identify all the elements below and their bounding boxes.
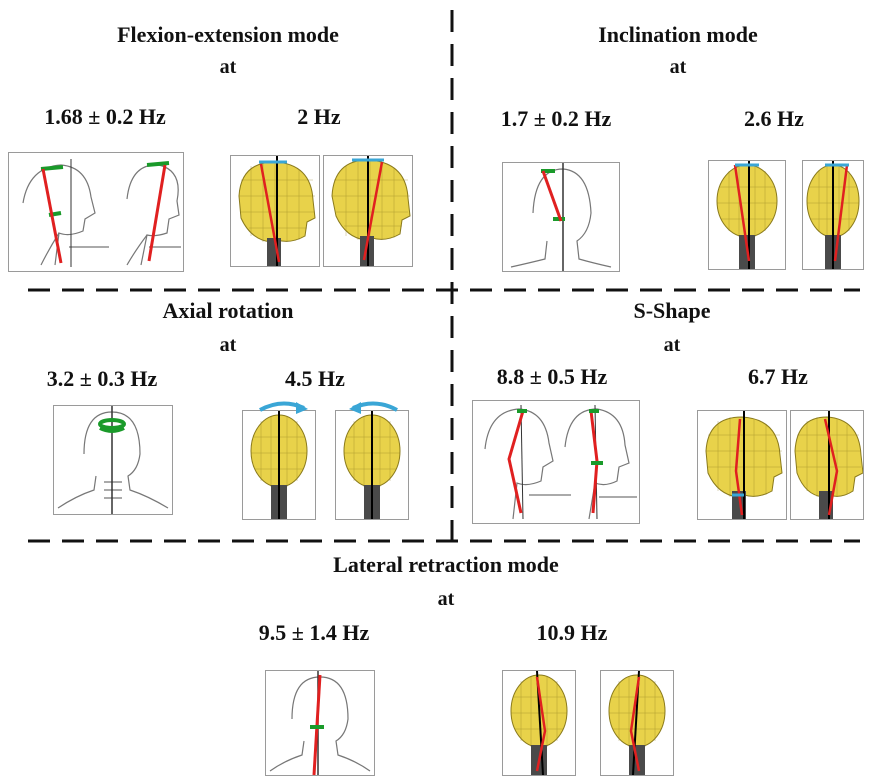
inclination-sketch-panel bbox=[502, 162, 620, 272]
lateral-model-frequency: 10.9 Hz bbox=[536, 620, 608, 645]
sshape-model-drawing-1 bbox=[705, 411, 783, 519]
sshape-sketch-drawing bbox=[484, 404, 637, 520]
lateral-model-drawing-2 bbox=[608, 671, 666, 775]
inclination-model-drawing-1 bbox=[716, 161, 778, 269]
axial-rotation-arrow-1 bbox=[259, 401, 308, 414]
inclination-title: Inclination mode bbox=[598, 22, 758, 47]
inclination-measured-frequency: 1.7 ± 0.2 Hz bbox=[500, 106, 612, 131]
lateral-at: at bbox=[437, 588, 455, 610]
inclination-model-panel-1 bbox=[708, 160, 786, 270]
lateral-model-panel-1 bbox=[502, 670, 576, 776]
sshape-at: at bbox=[663, 334, 681, 356]
flexion-model-frequency: 2 Hz bbox=[297, 104, 341, 129]
axial-rotation-arrow-2 bbox=[349, 401, 398, 414]
axial-model-frequency: 4.5 Hz bbox=[285, 366, 345, 391]
axial-sketch-drawing bbox=[57, 406, 169, 514]
lateral-sketch-drawing bbox=[269, 671, 371, 775]
flexion-sketch-panel bbox=[8, 152, 184, 272]
flexion-model-panel-2 bbox=[323, 155, 413, 267]
axial-model-panel-1 bbox=[242, 410, 316, 520]
axial-measured-frequency: 3.2 ± 0.3 Hz bbox=[46, 366, 158, 391]
flexion-measured-frequency: 1.68 ± 0.2 Hz bbox=[44, 104, 166, 129]
axial-model-panel-2 bbox=[335, 410, 409, 520]
lateral-model-panel-2 bbox=[600, 670, 674, 776]
flexion-model-drawing-2 bbox=[331, 156, 411, 266]
sshape-model-drawing-2 bbox=[794, 411, 863, 519]
inclination-sketch-drawing bbox=[510, 163, 612, 271]
lateral-title: Lateral retraction mode bbox=[333, 552, 559, 577]
flexion-sketch-drawing bbox=[22, 159, 181, 267]
sshape-measured-frequency: 8.8 ± 0.5 Hz bbox=[496, 364, 608, 389]
inclination-model-frequency: 2.6 Hz bbox=[744, 106, 804, 131]
inclination-model-panel-2 bbox=[802, 160, 864, 270]
sshape-model-panel-1 bbox=[697, 410, 787, 520]
sshape-model-panel-2 bbox=[790, 410, 864, 520]
sshape-title: S-Shape bbox=[633, 298, 711, 323]
inclination-model-drawing-2 bbox=[806, 161, 860, 269]
flexion-model-drawing-1 bbox=[238, 156, 316, 266]
flexion-model-panel-1 bbox=[230, 155, 320, 267]
axial-sketch-panel bbox=[53, 405, 173, 515]
inclination-at: at bbox=[669, 56, 687, 78]
axial-title: Axial rotation bbox=[162, 298, 294, 323]
sshape-model-frequency: 6.7 Hz bbox=[748, 364, 808, 389]
lateral-model-drawing-1 bbox=[510, 671, 568, 775]
lateral-sketch-panel bbox=[265, 670, 375, 776]
sshape-sketch-panel bbox=[472, 400, 640, 524]
flexion-title: Flexion-extension mode bbox=[117, 22, 339, 47]
axial-at: at bbox=[219, 334, 237, 356]
flexion-at: at bbox=[219, 56, 237, 78]
lateral-measured-frequency: 9.5 ± 1.4 Hz bbox=[258, 620, 370, 645]
axial-model-drawing-2 bbox=[343, 411, 401, 519]
axial-model-drawing-1 bbox=[250, 411, 308, 519]
